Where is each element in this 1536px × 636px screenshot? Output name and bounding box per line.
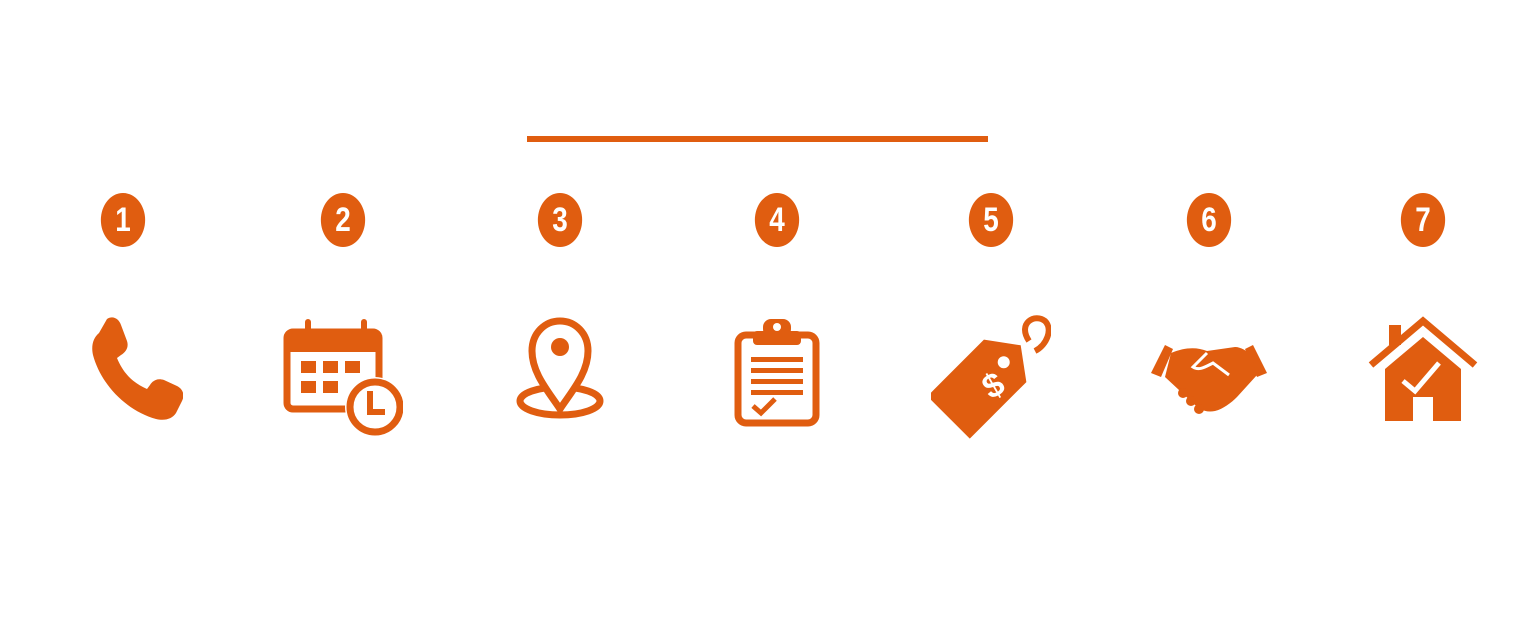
step-number-badge: 6 [1186, 193, 1232, 247]
price-tag-icon: $ [931, 305, 1051, 445]
step-number-badge: 5 [968, 193, 1014, 247]
step-6: 6 [1129, 0, 1289, 636]
step-4: 4 [697, 0, 857, 636]
step-3: 3 [480, 0, 640, 636]
step-2: 2 [263, 0, 423, 636]
step-1: 1 [43, 0, 203, 636]
location-pin-icon [500, 305, 620, 445]
step-7: 7 [1343, 0, 1503, 636]
step-number-badge: 2 [320, 193, 366, 247]
step-5: 5 $ [911, 0, 1071, 636]
house-check-icon [1363, 305, 1483, 445]
step-number-badge: 7 [1400, 193, 1446, 247]
phone-icon [63, 305, 183, 445]
handshake-icon [1149, 305, 1269, 445]
step-number-badge: 3 [537, 193, 583, 247]
calendar-clock-icon [283, 305, 403, 445]
step-number-badge: 4 [754, 193, 800, 247]
step-number-badge: 1 [100, 193, 146, 247]
clipboard-checklist-icon [717, 305, 837, 445]
header-divider [527, 136, 988, 142]
